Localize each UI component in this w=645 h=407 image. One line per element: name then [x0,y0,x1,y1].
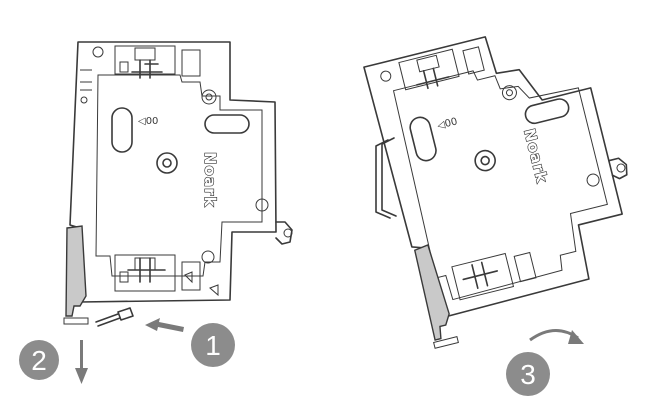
step-number-3: 3 [520,359,536,390]
direction-mark: ◁00 [138,116,158,127]
din-rail-icon [375,137,397,219]
step-number-2: 2 [31,345,47,376]
step-circle-1 [191,323,235,367]
down-arrow-icon [75,340,88,384]
step-arrow-icon [145,318,184,332]
rotate-arrow-icon [529,329,584,344]
step-circle-2 [19,340,59,380]
step-number-1: 1 [205,330,221,361]
direction-mark-tilted: ◁00 [436,116,458,132]
breaker-front-view: Noark ◁00 [63,41,293,327]
brand-label: Noark [201,152,219,207]
breaker-tilted-view: Noark ◁00 [363,36,628,349]
step-badge-3: 3 [506,352,550,396]
step-badge-1: 1 [191,323,235,367]
step-badge-2: 2 [19,340,59,380]
step-circle-3 [506,352,550,396]
